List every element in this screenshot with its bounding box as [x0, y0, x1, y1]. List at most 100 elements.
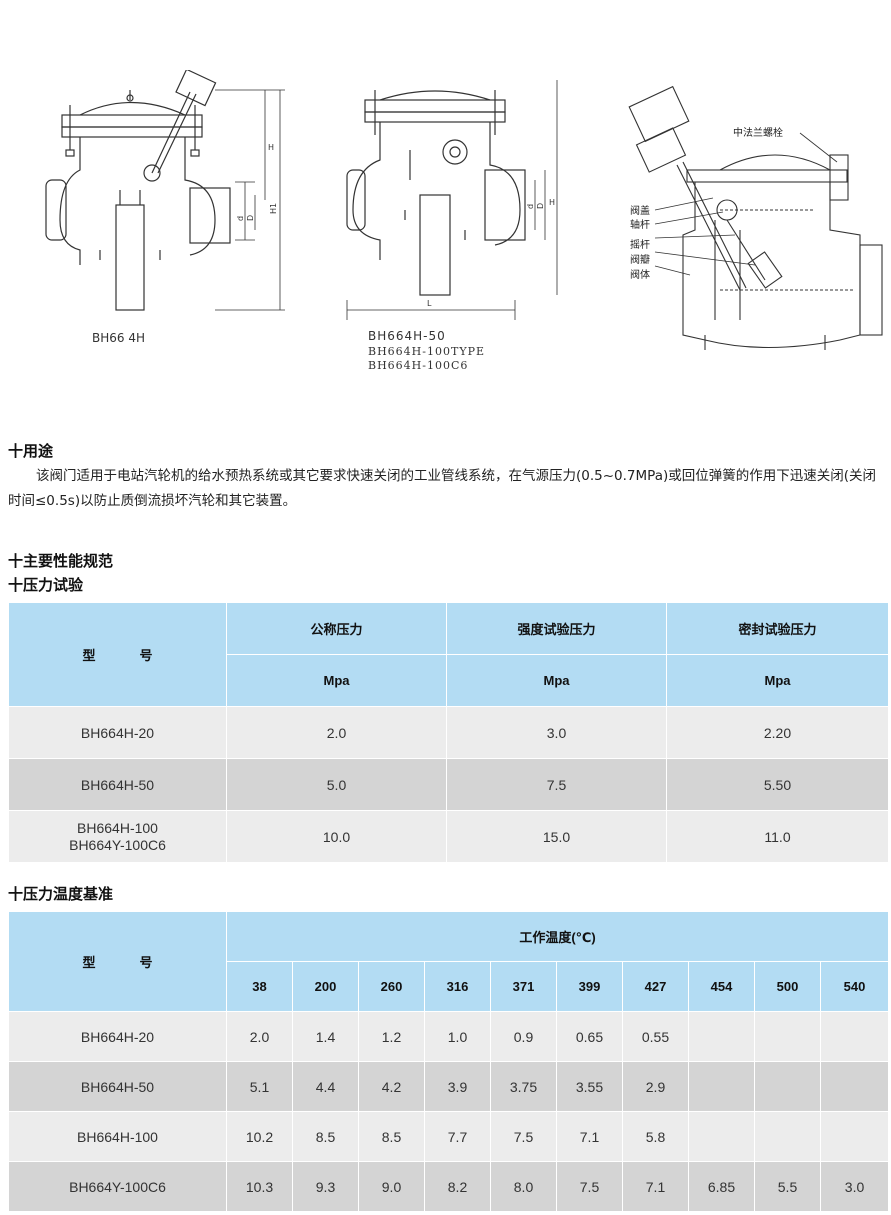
- value-cell: 4.4: [292, 1061, 359, 1112]
- value-cell: [754, 1061, 821, 1112]
- callout-disc: 阀瓣: [630, 255, 650, 266]
- temp-col-header: 540: [819, 961, 890, 1012]
- middle-caption-2: BH664H-100TYPE: [368, 345, 486, 358]
- callout-rocker: 摇杆: [630, 240, 650, 251]
- value-cell: 8.0: [490, 1161, 557, 1212]
- header-nominal-pressure: 公称压力: [226, 602, 447, 655]
- temp-col-header: 399: [556, 961, 623, 1012]
- temp-col-header: 427: [622, 961, 689, 1012]
- value-cell: [819, 1011, 890, 1062]
- model-line: BH664H-100: [77, 819, 158, 836]
- value-cell: 2.0: [226, 1011, 293, 1062]
- value-cell: 3.0: [819, 1161, 890, 1212]
- dim-label-d-middle: d: [526, 204, 535, 209]
- callout-body: 阀体: [630, 270, 650, 281]
- dim-label-D-middle: D: [536, 203, 545, 209]
- usage-title: 十用途: [8, 442, 54, 460]
- value-cell: 9.3: [292, 1161, 359, 1212]
- valve-drawing-left: H H1 d D: [45, 70, 285, 311]
- value-cell: 10.0: [226, 810, 447, 863]
- model-cell: BH664H-100 BH664Y-100C6: [8, 810, 227, 863]
- value-cell: 5.0: [226, 758, 447, 811]
- valve-drawing-middle: H d D L: [346, 80, 558, 320]
- spec-title: 十主要性能规范: [8, 552, 114, 570]
- value-cell: 4.2: [358, 1061, 425, 1112]
- value-cell: [819, 1061, 890, 1112]
- technical-drawings: H H1 d D BH66 4H H d D L BH664H-50 BH664…: [0, 0, 891, 420]
- value-cell: 3.55: [556, 1061, 623, 1112]
- dim-label-H1: H1: [269, 203, 278, 214]
- table-row: BH664H-20 2.0 1.4 1.2 1.0 0.9 0.65 0.55: [8, 1011, 890, 1062]
- value-cell: 5.8: [622, 1111, 689, 1162]
- value-cell: 7.5: [490, 1111, 557, 1162]
- unit-cell: Mpa: [446, 654, 667, 707]
- value-cell: 5.1: [226, 1061, 293, 1112]
- value-cell: [688, 1011, 755, 1062]
- callout-bonnet: 阀盖: [630, 206, 650, 217]
- middle-caption-3: BH664H-100C6: [368, 359, 469, 372]
- value-cell: [754, 1011, 821, 1062]
- temp-col-header: 371: [490, 961, 557, 1012]
- value-cell: 5.5: [754, 1161, 821, 1212]
- value-cell: 10.3: [226, 1161, 293, 1212]
- value-cell: 0.65: [556, 1011, 623, 1062]
- value-cell: 1.0: [424, 1011, 491, 1062]
- value-cell: 7.7: [424, 1111, 491, 1162]
- value-cell: [754, 1111, 821, 1162]
- value-cell: 1.2: [358, 1011, 425, 1062]
- value-cell: 6.85: [688, 1161, 755, 1212]
- middle-caption-1: BH664H-50: [368, 329, 446, 343]
- table-row: BH664H-50 5.1 4.4 4.2 3.9 3.75 3.55 2.9: [8, 1061, 890, 1112]
- value-cell: [819, 1111, 890, 1162]
- unit-cell: Mpa: [666, 654, 889, 707]
- value-cell: 0.9: [490, 1011, 557, 1062]
- table-row: BH664H-50 5.0 7.5 5.50: [8, 758, 889, 811]
- value-cell: 2.20: [666, 706, 889, 759]
- pressure-title: 十压力试验: [8, 576, 84, 594]
- value-cell: 3.0: [446, 706, 667, 759]
- dim-label-H-middle: H: [549, 198, 555, 207]
- value-cell: 7.5: [446, 758, 667, 811]
- temp-model-header: 型号: [8, 911, 227, 1012]
- value-cell: 2.0: [226, 706, 447, 759]
- value-cell: 0.55: [622, 1011, 689, 1062]
- model-cell: BH664H-100: [8, 1111, 227, 1162]
- model-cell: BH664H-20: [8, 706, 227, 759]
- model-cell: BH664Y-100C6: [8, 1161, 227, 1212]
- table-row: BH664Y-100C6 10.3 9.3 9.0 8.2 8.0 7.5 7.…: [8, 1161, 890, 1212]
- model-header: 型号: [8, 602, 227, 707]
- temp-col-header: 500: [754, 961, 821, 1012]
- table-row: BH664H-100 BH664Y-100C6 10.0 15.0 11.0: [8, 810, 889, 863]
- dim-label-L: L: [427, 299, 432, 308]
- callout-shaft: 轴杆: [630, 220, 650, 231]
- model-cell: BH664H-50: [8, 1061, 227, 1112]
- value-cell: 7.5: [556, 1161, 623, 1212]
- value-cell: 7.1: [556, 1111, 623, 1162]
- value-cell: 8.5: [292, 1111, 359, 1162]
- value-cell: 9.0: [358, 1161, 425, 1212]
- valve-section-drawing: [628, 85, 883, 350]
- value-cell: 15.0: [446, 810, 667, 863]
- header-strength-test-pressure: 强度试验压力: [446, 602, 667, 655]
- dim-label-D: D: [246, 215, 255, 221]
- value-cell: [688, 1061, 755, 1112]
- unit-cell: Mpa: [226, 654, 447, 707]
- temp-col-header: 38: [226, 961, 293, 1012]
- model-line: BH664Y-100C6: [69, 836, 166, 853]
- value-cell: 11.0: [666, 810, 889, 863]
- table-row: BH664H-20 2.0 3.0 2.20: [8, 706, 889, 759]
- callout-flange-bolt: 中法兰螺栓: [733, 128, 783, 139]
- header-seal-test-pressure: 密封试验压力: [666, 602, 889, 655]
- value-cell: 1.4: [292, 1011, 359, 1062]
- working-temp-header: 工作温度(℃): [225, 911, 890, 962]
- value-cell: 2.9: [622, 1061, 689, 1112]
- value-cell: 3.75: [490, 1061, 557, 1112]
- usage-text: 该阀门适用于电站汽轮机的给水预热系统或其它要求快速关闭的工业管线系统，在气源压力…: [8, 468, 877, 509]
- table-row: BH664H-100 10.2 8.5 8.5 7.7 7.5 7.1 5.8: [8, 1111, 890, 1162]
- temp-col-header: 316: [424, 961, 491, 1012]
- dim-label-d: d: [236, 216, 245, 221]
- model-cell: BH664H-20: [8, 1011, 227, 1062]
- temp-col-header: 454: [688, 961, 755, 1012]
- temp-title: 十压力温度基准: [8, 885, 114, 903]
- value-cell: 5.50: [666, 758, 889, 811]
